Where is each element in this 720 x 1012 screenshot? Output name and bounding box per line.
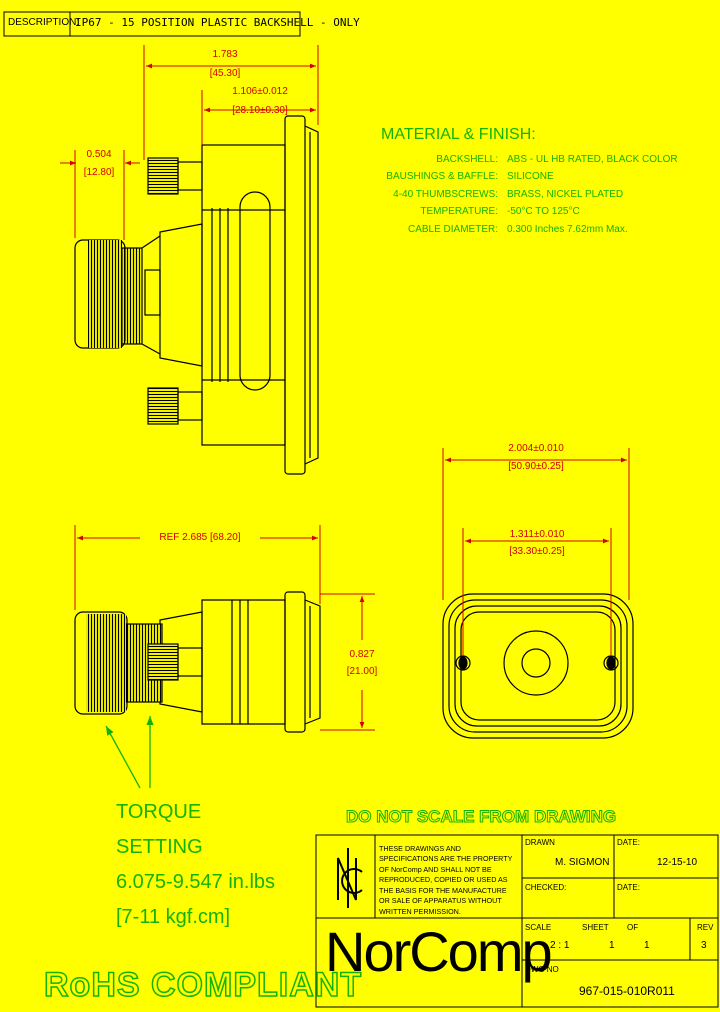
material-label-baffle: BAUSHINGS & BAFFLE: [386, 171, 498, 182]
torque-arrows [105, 716, 154, 789]
material-label-thumbscrews: 4-40 THUMBSCREWS: [393, 189, 498, 200]
drawn-value: M. SIGMON [555, 857, 610, 868]
dim-hole-spacing-mm: [33.30±0.25] [509, 546, 565, 557]
dim-mount-width-mm: [50.90±0.25] [508, 461, 564, 472]
sheet-label: SHEET [582, 923, 609, 932]
scale-value: 2 : 1 [550, 940, 570, 951]
material-value-cable-diameter: 0.300 Inches 7.62mm Max. [507, 224, 628, 235]
dim-flange-width: 1.106±0.012 [232, 86, 288, 97]
material-label-cable-diameter: CABLE DIAMETER: [407, 224, 498, 235]
dim-hole-spacing: 1.311±0.010 [509, 529, 565, 540]
of-label: OF [627, 923, 639, 932]
drawn-label: DRAWN [525, 838, 555, 847]
dim-overall-width-mm: [45.30] [209, 68, 241, 79]
description-value: IP67 - 15 POSITION PLASTIC BACKSHELL - O… [75, 16, 360, 29]
date-value: 12-15-10 [657, 857, 698, 868]
dimension-lines [60, 45, 630, 731]
of-value: 1 [644, 940, 650, 951]
torque-line-3: 6.075-9.547 in.lbs [116, 871, 276, 893]
rev-label: REV [697, 923, 714, 932]
dwg-label: DWG NO [525, 965, 559, 974]
dim-ref-length: REF 2.685 [68.20] [140, 533, 260, 543]
torque-line-1: TORQUE [116, 801, 202, 823]
sheet-value: 1 [609, 940, 615, 951]
material-label-temperature: TEMPERATURE: [420, 206, 498, 217]
material-value-temperature: -50°C TO 125°C [507, 206, 580, 217]
material-label-backshell: BACKSHELL: [436, 154, 498, 165]
material-title: MATERIAL & FINISH: [381, 126, 536, 143]
dwg-value: 967-015-010R011 [579, 984, 675, 998]
dim-mount-width: 2.004±0.010 [508, 443, 564, 454]
scale-label: SCALE [525, 923, 552, 932]
torque-line-2: SETTING [116, 836, 203, 858]
dim-screw-depth-mm: [12.80] [83, 167, 115, 178]
checked-date-label: DATE: [617, 883, 640, 892]
front-view [442, 593, 634, 739]
description-box [3, 11, 301, 37]
torque-line-4: [7-11 kgf.cm] [116, 906, 231, 928]
rohs-compliant: RoHS COMPLIANT [43, 966, 363, 1004]
dim-flange-width-mm: [28.10±0.30] [232, 105, 288, 116]
dim-overall-width: 1.783 [212, 49, 238, 60]
dim-screw-depth: 0.504 [86, 149, 112, 160]
nc-logo-icon [337, 848, 363, 908]
do-not-scale-note: DO NOT SCALE FROM DRAWING [345, 807, 617, 826]
date-label: DATE: [617, 838, 640, 847]
title-block [315, 834, 719, 1008]
material-value-backshell: ABS - UL HB RATED, BLACK COLOR [507, 154, 678, 165]
material-value-thumbscrews: BRASS, NICKEL PLATED [507, 189, 624, 200]
company-name: NorComp [325, 920, 553, 983]
material-value-baffle: SILICONE [507, 171, 554, 182]
description-label: DESCRIPTION: [8, 17, 80, 28]
rev-value: 3 [701, 940, 707, 951]
confidentiality-note: THESE DRAWINGS AND SPECIFICATIONS ARE TH… [379, 844, 513, 916]
dim-height: 0.827 [349, 649, 375, 660]
top-view [74, 115, 319, 475]
checked-label: CHECKED: [525, 883, 567, 892]
side-view [74, 591, 321, 733]
dim-height-mm: [21.00] [346, 666, 378, 677]
